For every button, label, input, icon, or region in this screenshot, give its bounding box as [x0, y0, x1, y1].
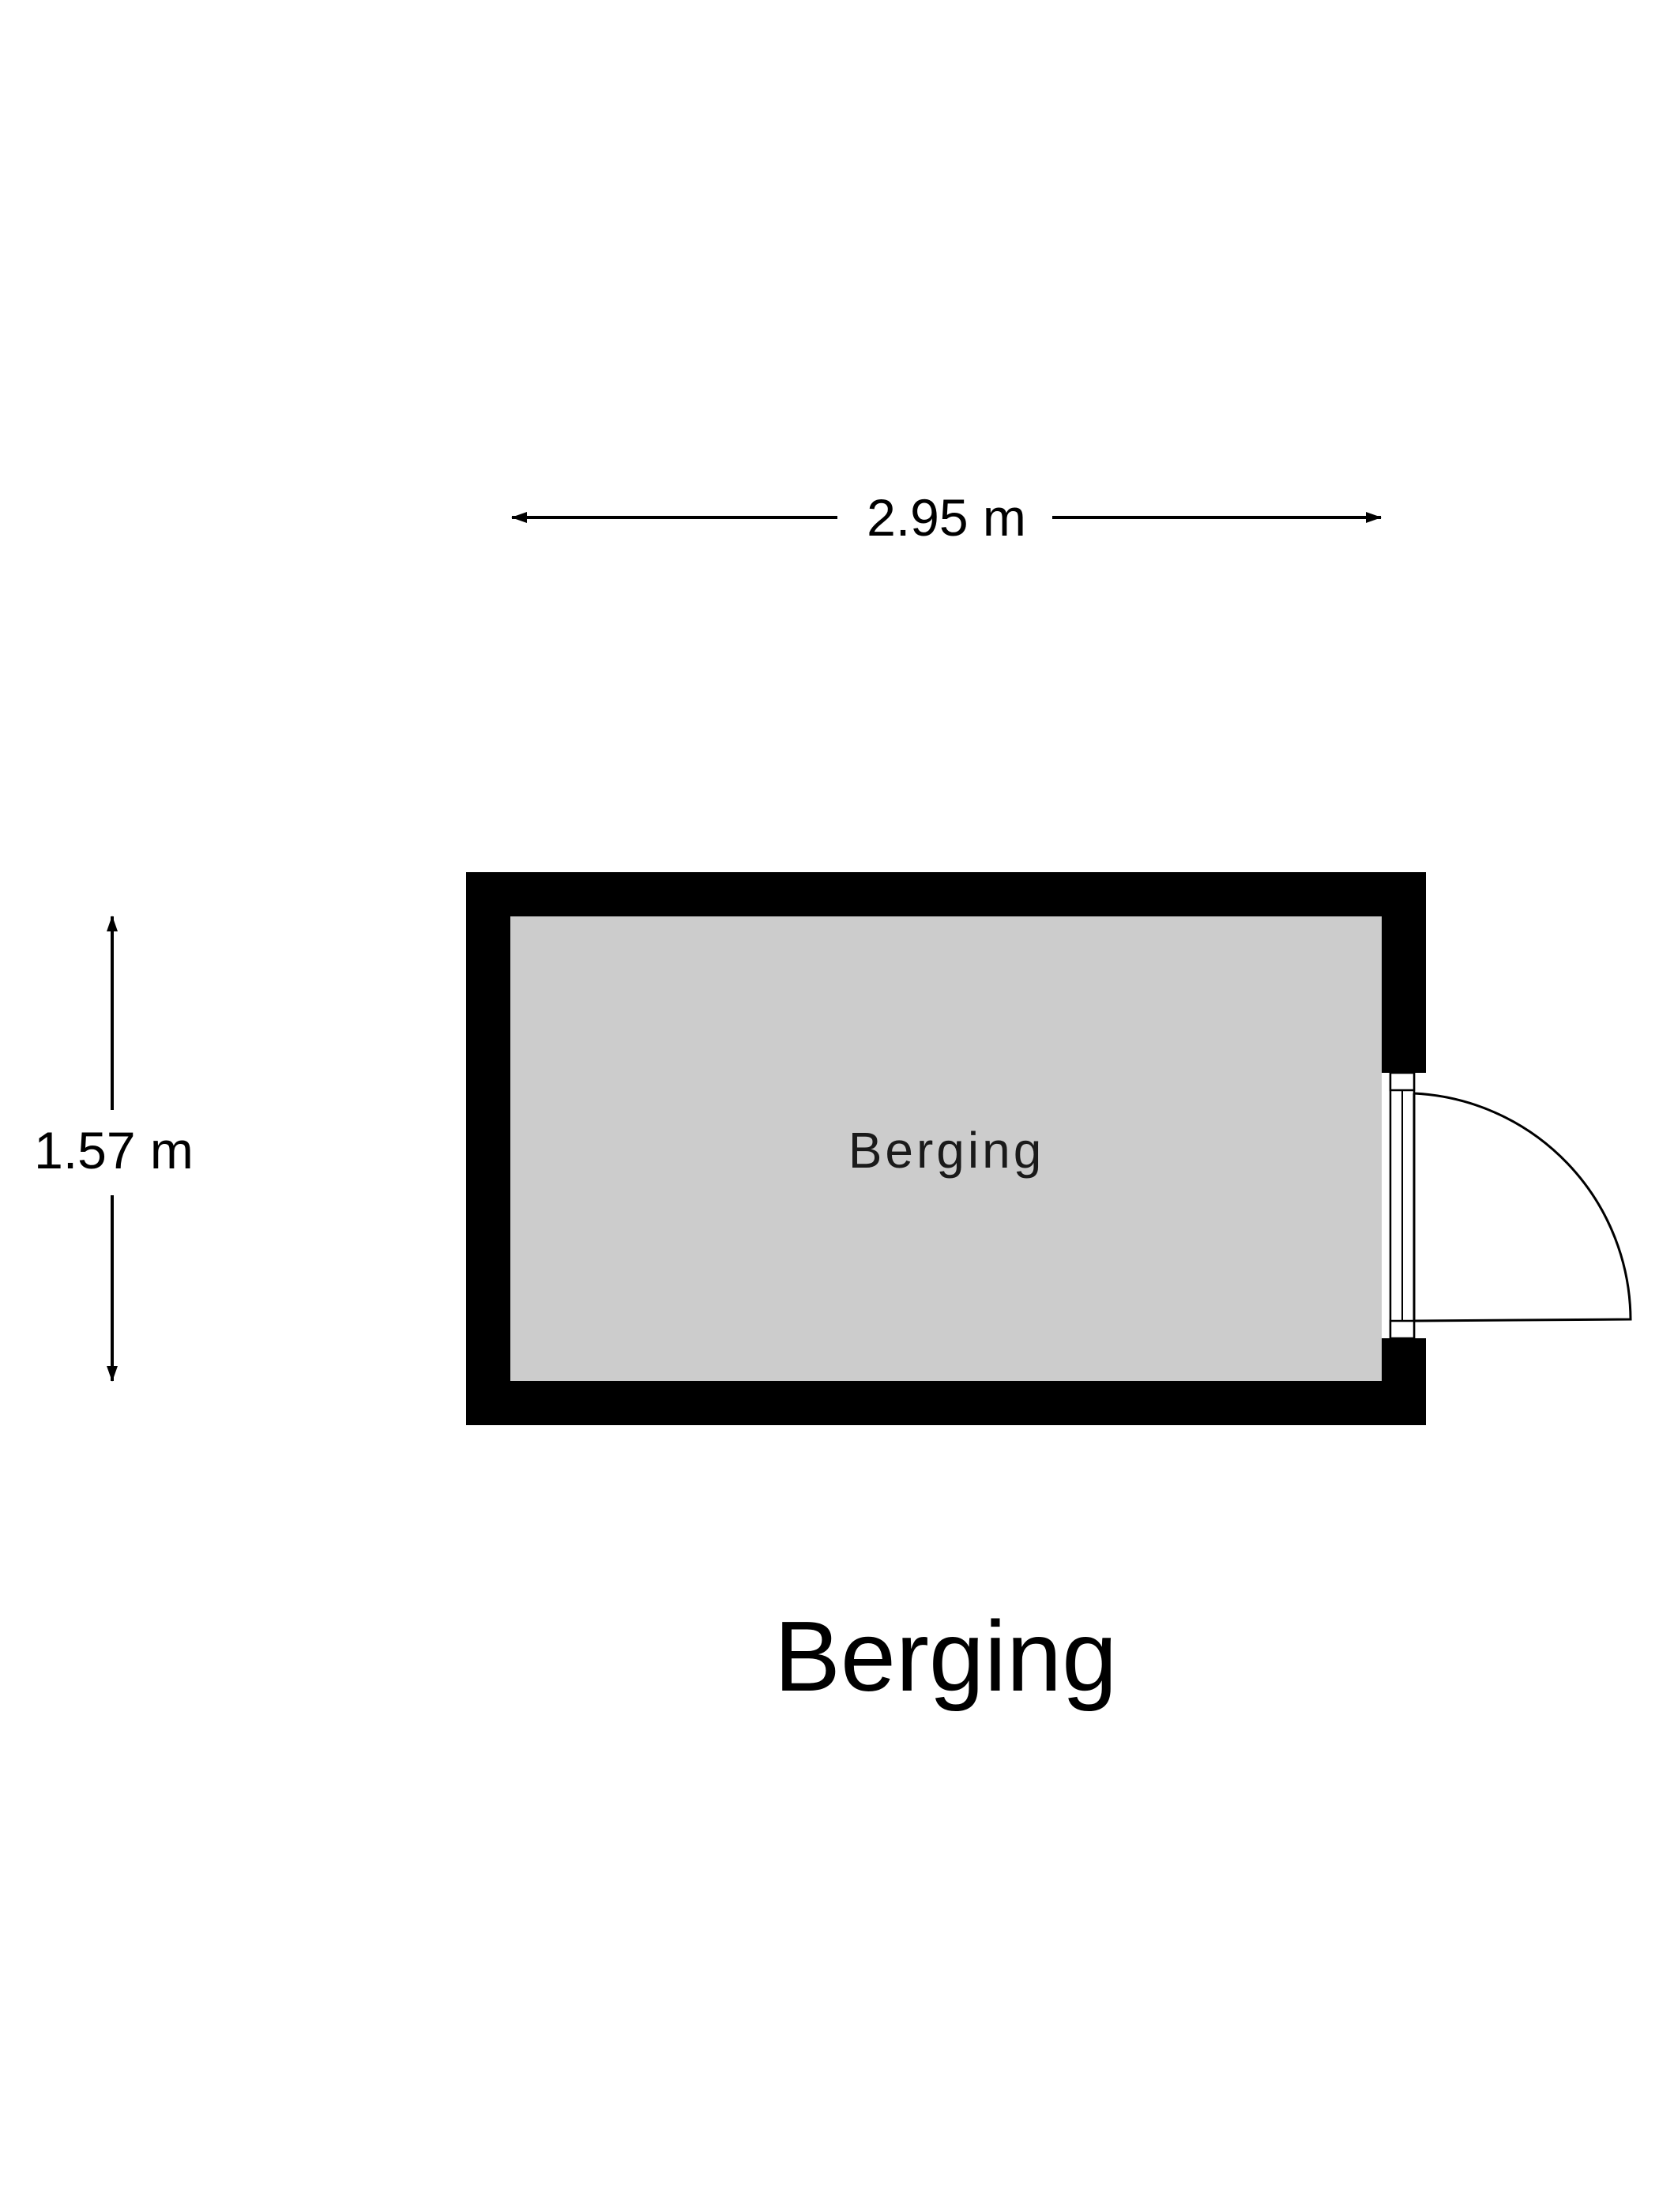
door-jamb-bottom	[1389, 1319, 1416, 1340]
width-dimension-label: 2.95 m	[867, 488, 1026, 547]
door-jamb-top	[1389, 1071, 1416, 1092]
room: Berging	[466, 872, 1632, 1425]
room-label: Berging	[848, 1122, 1045, 1179]
plan-title: Berging	[774, 1601, 1117, 1712]
width-dimension: 2.95 m	[511, 488, 1382, 547]
height-dimension-label: 1.57 m	[34, 1121, 194, 1179]
room-floor	[510, 916, 1382, 1381]
door-swing-arc	[1413, 1092, 1632, 1322]
height-dimension: 1.57 m	[34, 916, 194, 1382]
